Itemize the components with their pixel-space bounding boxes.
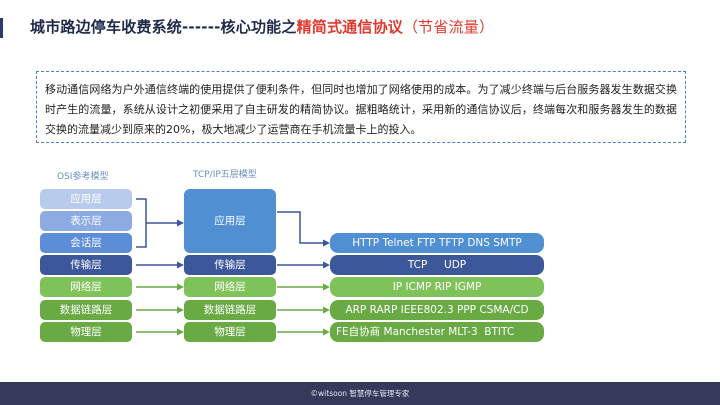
title-suffix: （节省流量）	[402, 18, 495, 36]
tcpip-layer-network: 网络层	[184, 277, 276, 297]
page-title: 城市路边停车收费系统------核心功能之精简式通信协议（节省流量）	[30, 16, 494, 37]
title-bar: 城市路边停车收费系统------核心功能之精简式通信协议（节省流量）	[0, 14, 720, 44]
osi-layer-transport: 传输层	[40, 255, 132, 275]
protocols-network: IP ICMP RIP IGMP	[330, 277, 544, 297]
osi-layer-network: 网络层	[40, 277, 132, 297]
tcpip-layer-application: 应用层	[184, 189, 276, 253]
osi-layer-session: 会话层	[40, 233, 132, 253]
app-proto-line	[277, 211, 324, 244]
tcpip-layer-physical: 物理层	[184, 322, 276, 342]
osi-layer-datalink: 数据链路层	[40, 300, 132, 320]
protocols-datalink: ARP RARP IEEE802.3 PPP CSMA/CD	[330, 300, 544, 320]
osi-app-bracket	[136, 198, 147, 248]
osi-layer-physical: 物理层	[40, 322, 132, 342]
protocols-physical: FE自协商 Manchester MLT-3 BTITC	[330, 322, 544, 342]
osi-layer-application: 应用层	[40, 189, 132, 209]
tcpip-layer-transport: 传输层	[184, 255, 276, 275]
app-proto-arrowhead	[323, 239, 330, 247]
title-highlight: 精简式通信协议	[296, 18, 403, 36]
title-prefix: 城市路边停车收费系统------核心功能之	[30, 18, 297, 36]
description-box: 移动通信网络为户外通信终端的使用提供了便利条件，但同时也增加了网络使用的成本。为…	[36, 71, 686, 143]
tcpip-layer-datalink: 数据链路层	[184, 300, 276, 320]
protocols-transport: TCP UDP	[330, 255, 544, 275]
osi-layer-presentation: 表示层	[40, 211, 132, 231]
osi-app-arrowhead	[177, 219, 184, 227]
protocols-application: HTTP Telnet FTP TFTP DNS SMTP	[330, 233, 544, 253]
title-accent-bar	[0, 18, 3, 38]
footer: ©witsoon 智慧停车管理专家	[0, 382, 720, 405]
tcpip-model-label: TCP/IP五层模型	[193, 170, 257, 180]
osi-model-label: OSI参考模型	[57, 172, 109, 182]
